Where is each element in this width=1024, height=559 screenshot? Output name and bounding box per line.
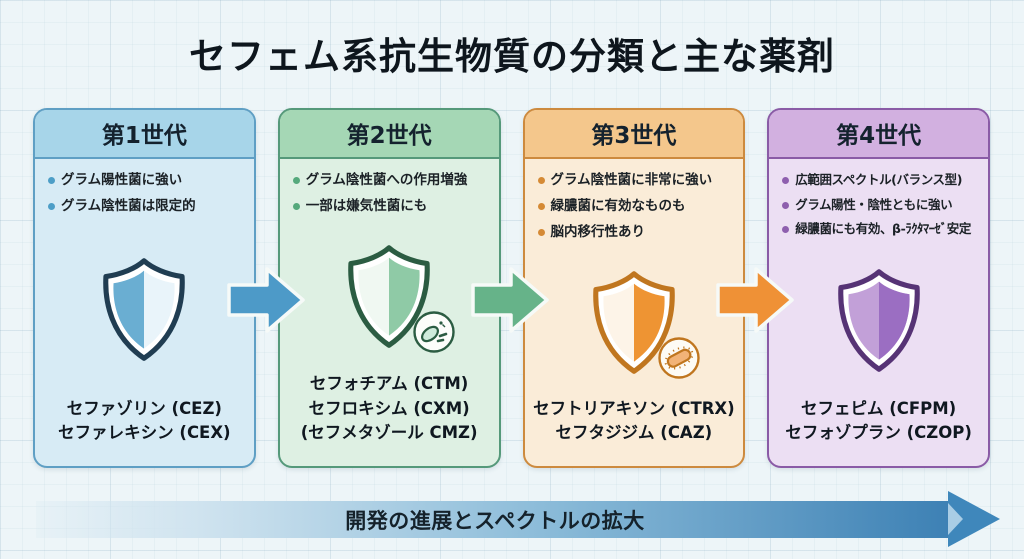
bullet-label: 緑膿菌にも有効、β-ﾗｸﾀﾏｰｾﾞ安定 [795, 221, 971, 236]
bullet-item: グラム陰性菌は限定的 [48, 197, 246, 216]
shield-half-left-icon [103, 257, 186, 361]
drug-name: セフトリアキソン (CTRX) [533, 398, 735, 418]
card-2-bullets: グラム陰性菌への作用増強 一部は嫌気性菌にも [280, 159, 499, 223]
bullet-dot-icon [537, 202, 545, 210]
card-2-drugs: セフォチアム (CTM) セフロキシム (CXM) (セフメタゾール CMZ) [280, 372, 499, 466]
bullet-dot-icon [48, 202, 55, 210]
bullet-item: 広範囲スペクトル(バランス型) [782, 171, 980, 189]
bullet-item: グラム陽性菌に強い [48, 171, 246, 190]
drug-name: セフォチアム (CTM) [309, 373, 469, 393]
drug-name: (セフメタゾール CMZ) [300, 423, 478, 443]
card-3-drugs: セフトリアキソン (CTRX) セフタジジム (CAZ) [525, 397, 744, 467]
bullet-dot-icon [537, 177, 545, 184]
shield-half-right-icon [348, 245, 430, 349]
bottom-arrow-label: 開発の進展とスペクトルの拡大 [345, 508, 645, 533]
bullet-label: 緑膿菌に有効なものも [550, 197, 686, 214]
card-4-drugs: セフェピム (CFPM) セフォゾプラン (CZOP) [769, 397, 988, 467]
shield-full-icon [837, 268, 920, 372]
bullet-label: 脳内移行性あり [550, 223, 646, 240]
card-generation-1: 第1世代 グラム陽性菌に強い グラム陰性菌は限定的 [33, 108, 256, 468]
bullet-dot-icon [782, 177, 790, 184]
card-generation-2: 第2世代 グラム陰性菌への作用増強 一部は嫌気性菌にも [277, 108, 501, 468]
bullet-label: 一部は嫌気性菌にも [305, 197, 428, 214]
card-1-header: 第1世代 [35, 110, 254, 159]
bullet-label: グラム陽性菌に強い [61, 172, 183, 188]
card-1-shield-area [35, 223, 254, 397]
bullet-dot-icon [292, 177, 300, 184]
card-3-shield-area [525, 249, 744, 397]
bullet-item: 緑膿菌にも有効、β-ﾗｸﾀﾏｰｾﾞ安定 [782, 220, 980, 238]
card-generation-3: 第3世代 グラム陰性菌に非常に強い 緑膿菌に有効なものも 脳内移行性あり [522, 108, 746, 468]
bullet-item: 緑膿菌に有効なものも [537, 197, 736, 216]
card-4-shield-area [769, 245, 988, 397]
drug-name: セフタジジム (CAZ) [555, 423, 713, 443]
bullet-item: 一部は嫌気性菌にも [292, 197, 491, 216]
drug-name: セフォゾプラン (CZOP) [785, 423, 972, 443]
shield-half-right-icon [593, 270, 675, 374]
bullet-item: グラム陰性菌への作用増強 [292, 171, 491, 190]
bottom-progress-arrow: 開発の進展とスペクトルの拡大 [36, 491, 1000, 547]
drug-name: セフロキシム (CXM) [308, 398, 470, 418]
bullet-dot-icon [48, 177, 55, 184]
arrowhead-icon [948, 491, 1000, 547]
card-3-header: 第3世代 [524, 110, 744, 159]
bullet-dot-icon [782, 226, 790, 233]
bullet-dot-icon [292, 202, 300, 210]
bullet-item: 脳内移行性あり [537, 223, 736, 242]
drug-name: セファレキシン (CEX) [58, 423, 231, 443]
bullet-dot-icon [782, 201, 790, 209]
page-title: セフェム系抗生物質の分類と主な薬剤 [189, 35, 835, 78]
drug-name: セフェピム (CFPM) [801, 398, 957, 418]
right-arrow-icon [470, 264, 550, 336]
card-1-bullets: グラム陽性菌に強い グラム陰性菌は限定的 [35, 159, 254, 223]
card-2-header: 第2世代 [279, 110, 499, 159]
bacteria-badge-icon [658, 336, 700, 379]
bullet-item: グラム陽性・陰性ともに強い [782, 196, 980, 214]
bottom-arrow-bar: 開発の進展とスペクトルの拡大 [36, 501, 954, 538]
bullet-label: グラム陰性菌に非常に強い [550, 172, 713, 188]
card-1-drugs: セファゾリン (CEZ) セファレキシン (CEX) [35, 397, 254, 467]
card-3-bullets: グラム陰性菌に非常に強い 緑膿菌に有効なものも 脳内移行性あり [525, 159, 744, 249]
generation-cards: 第1世代 グラム陽性菌に強い グラム陰性菌は限定的 [33, 108, 990, 468]
bullet-label: グラム陰性菌は限定的 [61, 197, 196, 214]
right-arrow-icon [226, 264, 306, 336]
bacteria-badge-icon [413, 311, 455, 353]
bullet-label: グラム陰性菌への作用増強 [305, 172, 468, 188]
card-4-header: 第4世代 [769, 110, 988, 159]
bullet-dot-icon [537, 228, 545, 236]
right-arrow-icon [715, 264, 795, 336]
card-4-bullets: 広範囲スペクトル(バランス型) グラム陽性・陰性ともに強い 緑膿菌にも有効、β-… [769, 159, 988, 245]
card-generation-4: 第4世代 広範囲スペクトル(バランス型) グラム陽性・陰性ともに強い 緑膿菌にも… [767, 108, 990, 468]
card-2-shield-area [280, 223, 499, 372]
bullet-label: グラム陽性・陰性ともに強い [795, 196, 953, 212]
bullet-label: 広範囲スペクトル(バランス型) [795, 172, 963, 187]
drug-name: セファゾリン (CEZ) [66, 398, 222, 418]
bullet-item: グラム陰性菌に非常に強い [537, 171, 736, 190]
